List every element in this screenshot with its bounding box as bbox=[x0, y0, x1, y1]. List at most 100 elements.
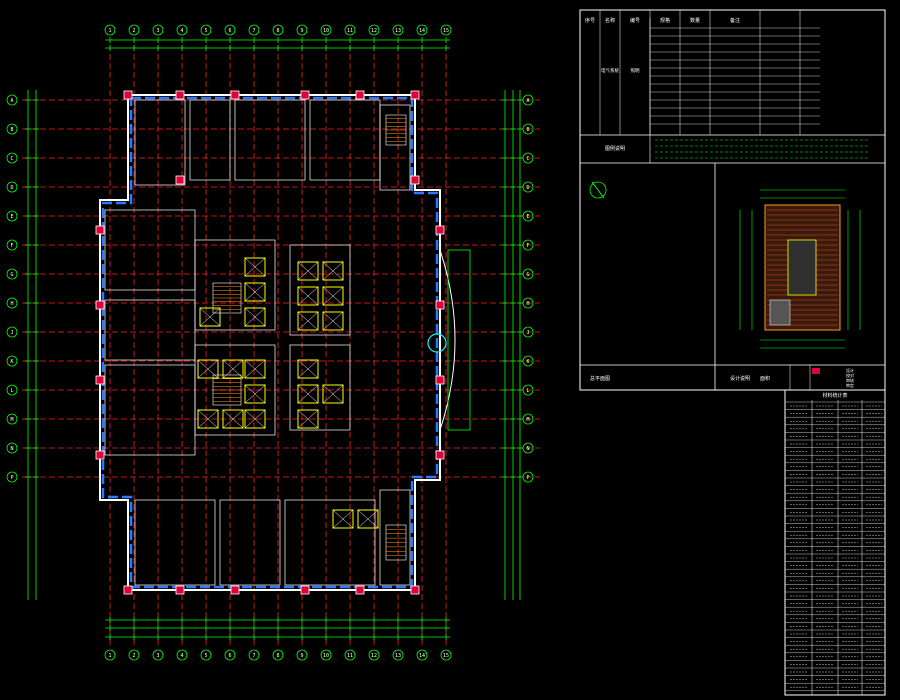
grid-bubble-label: H bbox=[526, 301, 529, 307]
elevator-shaft bbox=[322, 384, 344, 404]
elevator-shaft bbox=[297, 384, 319, 404]
elevator-shaft bbox=[332, 509, 354, 529]
room-partition bbox=[379, 104, 411, 191]
grid-bubble bbox=[6, 471, 18, 483]
grid-bubble-label: K bbox=[526, 359, 529, 365]
grid-bubble-label: K bbox=[10, 359, 13, 365]
north-arrow-circle bbox=[589, 181, 607, 199]
grid-bubble bbox=[522, 181, 534, 193]
grid-bubble-label: 5 bbox=[204, 28, 207, 34]
elevator-cross bbox=[322, 261, 344, 281]
grid-bubble bbox=[522, 297, 534, 309]
grid-bubble bbox=[6, 413, 18, 425]
legend-swatch bbox=[812, 368, 820, 374]
grid-bubble-label: 14 bbox=[419, 653, 425, 659]
grid-bubble bbox=[344, 649, 356, 661]
grid-bubble bbox=[522, 123, 534, 135]
grid-bubble bbox=[440, 649, 452, 661]
grid-bubble bbox=[6, 210, 18, 222]
room-partition bbox=[134, 499, 216, 586]
grid-bubble-label: 3 bbox=[156, 28, 159, 34]
table-header-cell: 名称 bbox=[605, 17, 615, 24]
grid-bubble bbox=[368, 24, 380, 36]
room-partition bbox=[134, 99, 186, 186]
grid-bubble bbox=[522, 355, 534, 367]
elevator-cross bbox=[322, 384, 344, 404]
grid-bubble-label: J bbox=[10, 330, 13, 336]
room-partition bbox=[379, 489, 411, 586]
grid-bubble-label: L bbox=[10, 388, 13, 394]
elevator-cross bbox=[197, 359, 219, 379]
elevator-shaft bbox=[244, 307, 266, 327]
grid-bubble bbox=[392, 649, 404, 661]
table-header-cell: 备注 bbox=[730, 17, 740, 24]
grid-bubble-label: 13 bbox=[395, 653, 401, 659]
title-block-item: 审核 bbox=[846, 377, 854, 383]
grid-bubble bbox=[104, 24, 116, 36]
grid-bubble bbox=[6, 94, 18, 106]
elevator-shaft bbox=[322, 311, 344, 331]
grid-bubble bbox=[152, 649, 164, 661]
elevator-cross bbox=[244, 359, 266, 379]
column bbox=[300, 585, 310, 595]
column bbox=[435, 375, 445, 385]
grid-bubble-label: 3 bbox=[156, 653, 159, 659]
elevator-shafts bbox=[197, 257, 379, 529]
elevator-shaft bbox=[222, 359, 244, 379]
grid-bubble-label: 14 bbox=[419, 28, 425, 34]
column bbox=[410, 175, 420, 185]
grid-bubble-label: G bbox=[10, 272, 13, 278]
grid-bubble-label: A bbox=[10, 98, 13, 104]
grid-bubble-label: 7 bbox=[252, 28, 255, 34]
column bbox=[435, 225, 445, 235]
elevator-shaft bbox=[199, 307, 221, 327]
grid-bubble bbox=[152, 24, 164, 36]
grid-bubble bbox=[6, 123, 18, 135]
grid-bubble bbox=[522, 471, 534, 483]
grid-bubble bbox=[416, 649, 428, 661]
grid-bubble bbox=[522, 94, 534, 106]
key-plan-room bbox=[769, 299, 791, 326]
grid-bubble-label: 15 bbox=[443, 653, 449, 659]
grid-bubble bbox=[6, 152, 18, 164]
elevator-shaft bbox=[322, 286, 344, 306]
room-partition bbox=[189, 99, 231, 181]
right-panel: 序号名称编号规格数量备注电气系统照明图例说明总平面图设计说明面积设计校对审核审定 bbox=[579, 9, 886, 391]
grid-bubble-label: P bbox=[526, 475, 529, 481]
title-block-item: 校对 bbox=[846, 372, 854, 378]
grid-bubble bbox=[522, 210, 534, 222]
grid-bubble-label: C bbox=[526, 156, 529, 162]
grid-bubble bbox=[320, 649, 332, 661]
grid-bubble bbox=[224, 649, 236, 661]
grid-bubble bbox=[522, 152, 534, 164]
title-block-item: 审定 bbox=[846, 382, 854, 388]
room-partition bbox=[194, 239, 276, 331]
elevator-cross bbox=[244, 257, 266, 277]
grid-bubble-label: 10 bbox=[323, 28, 329, 34]
canopy-outline bbox=[447, 249, 471, 431]
room-partition bbox=[289, 244, 351, 336]
grid-bubble bbox=[200, 649, 212, 661]
room-partition bbox=[284, 499, 376, 586]
grid-bubble-label: E bbox=[526, 214, 529, 220]
table-sub-label: 照明 bbox=[631, 68, 640, 74]
grid-bubble-label: 6 bbox=[228, 653, 231, 659]
grid-bubble-label: 12 bbox=[371, 28, 377, 34]
room-partition bbox=[104, 299, 196, 361]
grid-bubble-label: 2 bbox=[132, 653, 135, 659]
key-plan-label: 总平面图 bbox=[590, 375, 610, 382]
right-panel-frame bbox=[579, 9, 886, 391]
grid-bubbles: 1122334455667788991010111112121313141415… bbox=[6, 24, 534, 661]
column bbox=[95, 225, 105, 235]
table-header-cell: 序号 bbox=[585, 17, 595, 24]
curtain-wall bbox=[101, 96, 439, 589]
grid-bubble bbox=[6, 442, 18, 454]
grid-bubble-label: M bbox=[10, 417, 13, 423]
grid-bubble-label: 8 bbox=[276, 28, 279, 34]
grid-bubble bbox=[272, 649, 284, 661]
grid-bubble bbox=[522, 326, 534, 338]
elevator-shaft bbox=[297, 311, 319, 331]
grid-bubble bbox=[440, 24, 452, 36]
elevator-shaft bbox=[322, 261, 344, 281]
